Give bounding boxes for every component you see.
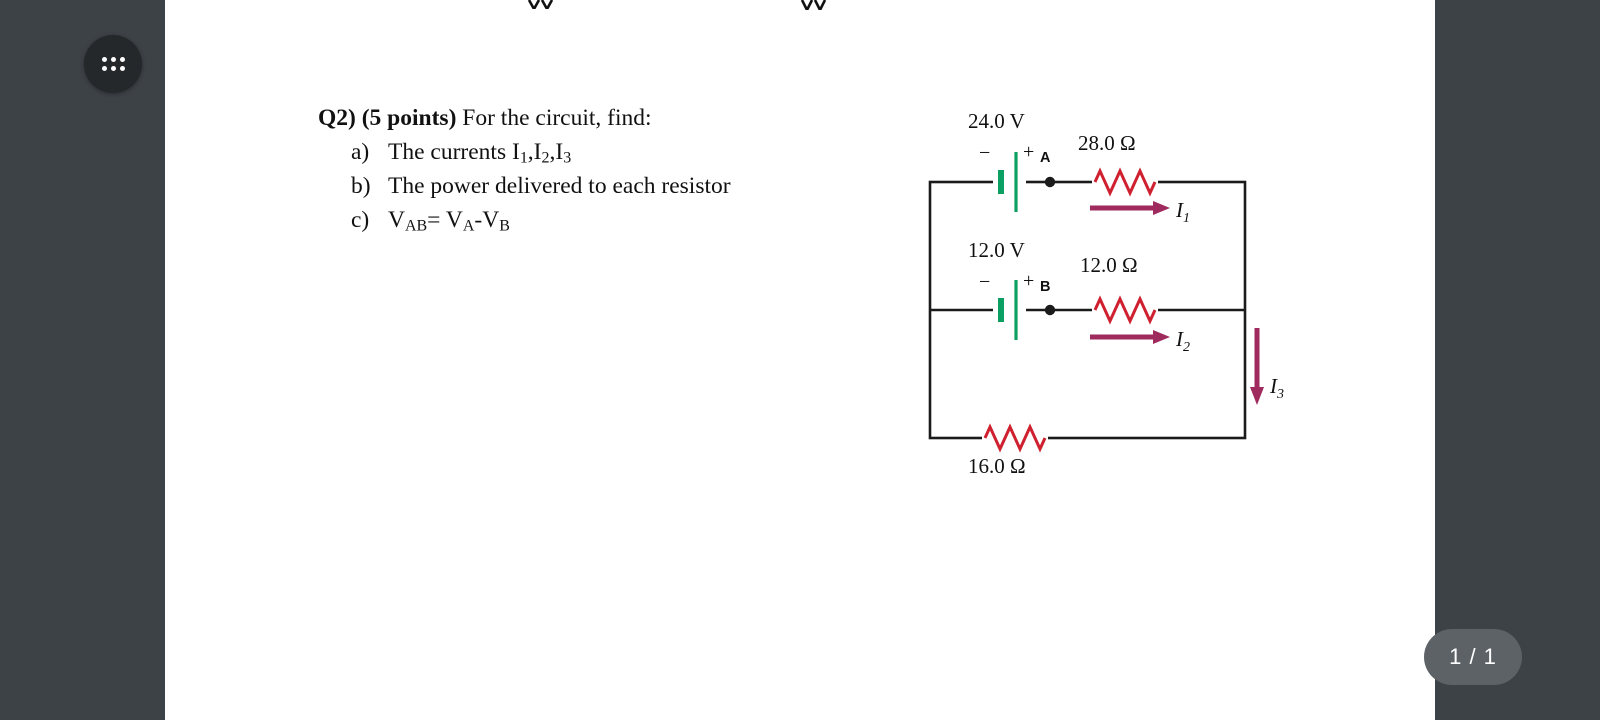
equation-part: -V xyxy=(474,207,500,233)
node-b-dot xyxy=(1044,304,1056,316)
subscript: A xyxy=(462,217,475,235)
problem-item-c: c) VAB= VA-VB xyxy=(318,203,731,237)
grid-dots-icon xyxy=(101,57,125,71)
problem-item-a: a) The currents I1,I2,I3 xyxy=(318,135,731,169)
equation-part: = V xyxy=(427,207,463,233)
page-indicator-badge: 1 / 1 xyxy=(1424,629,1522,685)
problem-item-b: b) The power delivered to each resistor xyxy=(318,169,731,203)
subscript: B xyxy=(499,217,510,235)
plus-sign: + xyxy=(1023,270,1034,292)
item-a-pre: The currents I xyxy=(388,139,520,165)
problem-number: Q2) (5 points) xyxy=(318,105,457,131)
item-a-text: The currents I1,I2,I3 xyxy=(388,135,571,169)
item-a-mid: ,I xyxy=(527,139,542,165)
item-b-label: b) xyxy=(351,173,371,199)
resistor-28ohm-symbol xyxy=(1093,167,1157,197)
battery-12v-label: 12.0 V xyxy=(968,238,1025,262)
item-a-label: a) xyxy=(351,139,370,165)
subscript: 3 xyxy=(563,149,572,167)
minus-sign: − xyxy=(979,271,990,293)
resistor-16ohm-label: 16.0 Ω xyxy=(968,454,1026,478)
plus-sign: + xyxy=(1023,141,1034,163)
node-b-label: B xyxy=(1040,279,1050,295)
clipped-glyph-fragment xyxy=(800,0,827,10)
subscript: AB xyxy=(404,217,428,235)
resistor-28ohm-label: 28.0 Ω xyxy=(1078,131,1136,155)
battery-24v-symbol xyxy=(998,152,1018,212)
current-i2-label: I2 xyxy=(1175,327,1190,355)
current-i1-arrow xyxy=(1090,201,1170,215)
item-c-label: c) xyxy=(351,207,370,233)
problem-heading-text: For the circuit, find: xyxy=(456,105,652,131)
current-i3-label: I3 xyxy=(1269,374,1284,402)
minus-sign: − xyxy=(979,142,990,164)
problem-heading: Q2) (5 points) For the circuit, find: xyxy=(318,101,731,135)
subscript: 1 xyxy=(519,149,528,167)
item-a-mid: ,I xyxy=(549,139,564,165)
battery-24v-label: 24.0 V xyxy=(968,109,1025,133)
resistor-12ohm-label: 12.0 Ω xyxy=(1080,253,1138,277)
node-a-label: A xyxy=(1040,150,1051,166)
resistor-12ohm-symbol xyxy=(1093,295,1157,325)
current-i3-arrow xyxy=(1250,328,1264,405)
item-b-text: The power delivered to each resistor xyxy=(388,173,731,199)
clipped-glyph-fragment xyxy=(527,0,554,9)
circuit-diagram: 24.0 V − + A 28.0 Ω I1 12.0 V − + B 12.0… xyxy=(928,109,1284,478)
problem-statement: Q2) (5 points) For the circuit, find: a)… xyxy=(318,101,731,237)
node-a-dot xyxy=(1044,176,1056,188)
current-i2-arrow xyxy=(1090,330,1170,344)
problem-items: a) The currents I1,I2,I3 b) The power de… xyxy=(318,135,731,237)
document-page: Q2) (5 points) For the circuit, find: a)… xyxy=(165,0,1435,720)
current-i1-label: I1 xyxy=(1175,198,1190,226)
battery-12v-symbol xyxy=(998,280,1018,340)
item-c-text: VAB= VA-VB xyxy=(388,203,510,237)
voltage-symbol: V xyxy=(388,207,405,233)
subscript: 2 xyxy=(541,149,550,167)
resistor-16ohm-symbol xyxy=(983,423,1047,453)
menu-button[interactable] xyxy=(84,35,142,93)
